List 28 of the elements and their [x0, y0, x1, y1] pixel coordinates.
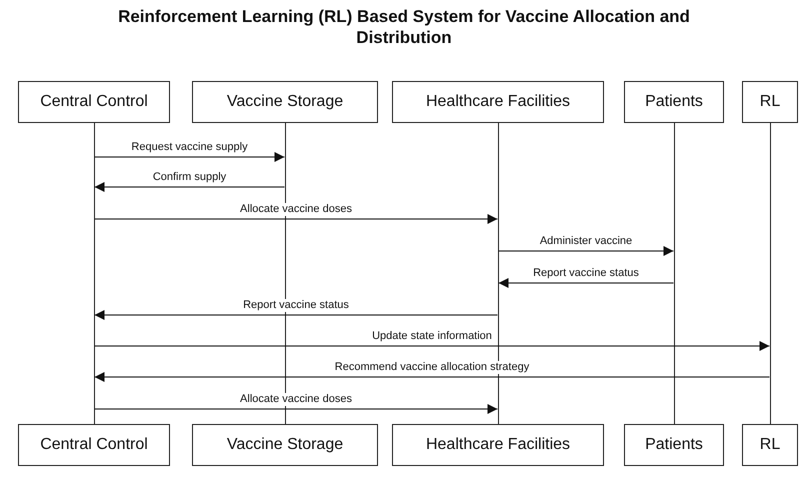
participant-box: Patients [624, 81, 724, 123]
message-arrow [94, 310, 498, 320]
message-arrow [498, 278, 674, 288]
edge-label: Report vaccine status [242, 299, 350, 312]
message-arrow [94, 182, 285, 192]
edge-label: Request vaccine supply [130, 141, 249, 154]
edge-label: Allocate vaccine doses [239, 203, 353, 216]
message-arrow [498, 246, 674, 256]
message-arrow [94, 404, 498, 414]
message-arrow [94, 214, 498, 224]
message-arrow [94, 372, 770, 382]
edge-label: Allocate vaccine doses [239, 393, 353, 406]
participant-box: Central Control [18, 424, 170, 466]
participant-box: Vaccine Storage [192, 424, 378, 466]
participant-box: Vaccine Storage [192, 81, 378, 123]
participant-box: RL [742, 81, 798, 123]
edge-label: Confirm supply [152, 171, 228, 184]
participant-box: Healthcare Facilities [392, 424, 604, 466]
participant-box: Central Control [18, 81, 170, 123]
diagram-title: Reinforcement Learning (RL) Based System for Vaccine Allocation and Distribution [117, 6, 691, 48]
edge-label: Recommend vaccine allocation strategy [334, 361, 530, 374]
participant-box: Healthcare Facilities [392, 81, 604, 123]
participant-box: Patients [624, 424, 724, 466]
message-arrow [94, 341, 770, 351]
edge-label: Report vaccine status [532, 267, 640, 280]
edge-label: Update state information [371, 330, 493, 343]
message-arrow [94, 152, 285, 162]
participant-box: RL [742, 424, 798, 466]
